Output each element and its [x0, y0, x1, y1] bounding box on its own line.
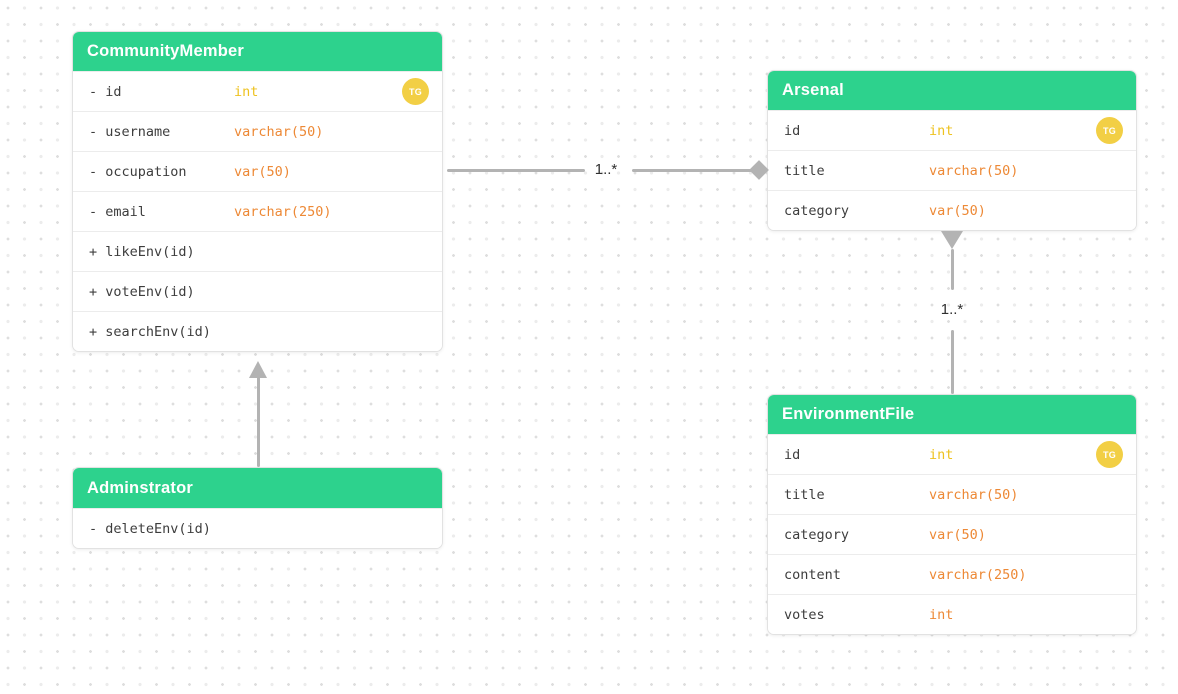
relationship-line[interactable]	[950, 330, 954, 394]
field-type: int	[929, 606, 954, 623]
field-type: var(50)	[234, 163, 291, 180]
field-type: varchar(50)	[929, 162, 1019, 179]
table-row[interactable]: - id int TG	[73, 71, 442, 111]
field-name: - username	[89, 123, 171, 140]
table-row[interactable]: content varchar(250)	[768, 554, 1136, 594]
table-header[interactable]: Adminstrator	[73, 468, 442, 508]
method-name: + voteEnv(id)	[89, 283, 195, 300]
table-header[interactable]: EnvironmentFile	[768, 395, 1136, 434]
field-name: - email	[89, 203, 146, 220]
table-header[interactable]: CommunityMember	[73, 32, 442, 71]
field-name: category	[784, 202, 850, 219]
field-name: id	[784, 122, 801, 139]
table-row[interactable]: id int TG	[768, 434, 1136, 474]
field-type: var(50)	[929, 526, 986, 543]
field-type: int	[929, 122, 954, 139]
field-name: votes	[784, 606, 825, 623]
table-row[interactable]: - email varchar(250)	[73, 191, 442, 231]
table-row[interactable]: id int TG	[768, 110, 1136, 150]
table-title: CommunityMember	[87, 42, 245, 60]
table-row[interactable]: title varchar(50)	[768, 474, 1136, 514]
method-name: + searchEnv(id)	[89, 323, 211, 340]
relationship-line[interactable]	[256, 377, 260, 467]
field-type: int	[929, 446, 954, 463]
relationship-line[interactable]	[447, 168, 585, 172]
triangle-marker	[941, 231, 963, 249]
field-name: - occupation	[89, 163, 187, 180]
primary-key-badge: TG	[402, 78, 429, 105]
field-name: - id	[89, 83, 122, 100]
method-name: - deleteEnv(id)	[89, 520, 211, 537]
table-row[interactable]: - occupation var(50)	[73, 151, 442, 191]
field-name: title	[784, 486, 825, 503]
field-type: varchar(250)	[234, 203, 332, 220]
field-name: title	[784, 162, 825, 179]
field-name: id	[784, 446, 801, 463]
table-title: Arsenal	[782, 81, 844, 99]
primary-key-badge: TG	[1096, 441, 1123, 468]
table-title: EnvironmentFile	[782, 405, 915, 423]
table-row[interactable]: title varchar(50)	[768, 150, 1136, 190]
table-row[interactable]: + searchEnv(id)	[73, 311, 442, 351]
table-row[interactable]: + voteEnv(id)	[73, 271, 442, 311]
field-type: varchar(50)	[234, 123, 324, 140]
table-row[interactable]: - deleteEnv(id)	[73, 508, 442, 548]
field-type: varchar(50)	[929, 486, 1019, 503]
relationship-line[interactable]	[632, 168, 756, 172]
method-name: + likeEnv(id)	[89, 243, 195, 260]
entity-table-communitymember[interactable]: CommunityMember - id int TG - username v…	[72, 31, 443, 352]
table-row[interactable]: - username varchar(50)	[73, 111, 442, 151]
field-type: int	[234, 83, 259, 100]
table-row[interactable]: + likeEnv(id)	[73, 231, 442, 271]
table-title: Adminstrator	[87, 478, 193, 497]
arrowhead-marker	[249, 361, 267, 378]
cardinality-label[interactable]: 1..*	[594, 161, 618, 178]
cardinality-label[interactable]: 1..*	[940, 301, 964, 318]
table-row[interactable]: votes int	[768, 594, 1136, 634]
diamond-marker	[749, 160, 769, 180]
primary-key-badge: TG	[1096, 117, 1123, 144]
field-name: category	[784, 526, 850, 543]
entity-table-adminstrator[interactable]: Adminstrator - deleteEnv(id)	[72, 467, 443, 549]
table-row[interactable]: category var(50)	[768, 514, 1136, 554]
entity-table-arsenal[interactable]: Arsenal id int TG title varchar(50) cate…	[767, 70, 1137, 231]
field-type: varchar(250)	[929, 566, 1027, 583]
entity-table-environmentfile[interactable]: EnvironmentFile id int TG title varchar(…	[767, 394, 1137, 635]
field-name: content	[784, 566, 841, 583]
table-row[interactable]: category var(50)	[768, 190, 1136, 230]
relationship-line[interactable]	[950, 249, 954, 290]
table-header[interactable]: Arsenal	[768, 71, 1136, 110]
field-type: var(50)	[929, 202, 986, 219]
